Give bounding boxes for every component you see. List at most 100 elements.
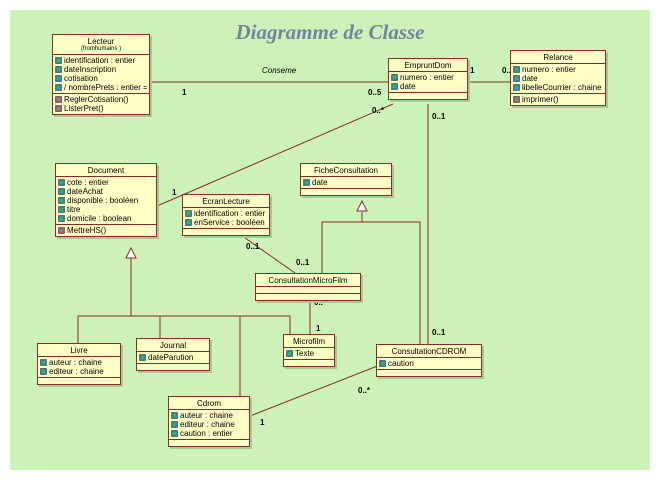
mult-consultationcdrom: 0..*	[358, 386, 371, 395]
attribute-text: identification : entier	[194, 209, 266, 218]
class-name: Livre	[70, 346, 88, 355]
class-consultationcdrom[interactable]: ConsultationCDROM caution	[376, 344, 482, 377]
attribute-text: caution	[388, 359, 414, 368]
association-label-conseme: Conseme	[262, 66, 297, 75]
attribute-icon	[303, 179, 310, 186]
attribute-icon	[171, 412, 178, 419]
gen-consultationcdrom	[362, 221, 421, 344]
class-header: Microfilm	[284, 335, 334, 348]
attribute-icon	[171, 421, 178, 428]
attribute-text: numero : entier	[522, 65, 576, 74]
attribute-text: enService : booléen	[194, 218, 265, 227]
assoc-ecranlecture-consultationmicrofilm	[237, 232, 296, 274]
class-ficheconsultation[interactable]: FicheConsultation date	[300, 163, 392, 196]
attribute-icon	[55, 66, 62, 73]
attribute: domicile : boolean	[58, 214, 154, 223]
class-journal[interactable]: Journal dateParution	[136, 338, 210, 371]
attribute: dateParution	[139, 353, 207, 362]
attribute: date	[513, 74, 603, 83]
gen-microfilm	[78, 315, 291, 334]
attribute-text: identification : entier	[64, 56, 136, 65]
attribute: cotisation	[55, 74, 147, 83]
attribute-text: titre	[67, 205, 81, 214]
operation-list	[137, 364, 209, 370]
attribute-icon	[55, 84, 62, 91]
attribute-text: auteur : chaine	[180, 411, 233, 420]
attribute-text: numero : entier	[400, 73, 454, 82]
class-header: ConsultationCDROM	[377, 345, 481, 358]
attribute-icon	[55, 75, 62, 82]
assoc-consultationcdrom-cdrom	[249, 364, 381, 417]
attribute-text: editeur : chaine	[49, 367, 104, 376]
attribute: caution : entier	[171, 429, 247, 438]
attribute: disponible : booléen	[58, 196, 154, 205]
mult-cdrom: 1	[260, 418, 265, 427]
operation-list: ReglerCotisation()ListerPret()	[53, 94, 149, 114]
class-lecteur[interactable]: Lecteur (fromhumains ) identification : …	[52, 34, 150, 115]
operation-icon	[513, 96, 520, 103]
attribute: dateAchat	[58, 187, 154, 196]
gen-consultationmicrofilm	[321, 221, 362, 273]
mult-document: 1	[172, 188, 177, 197]
operation-icon	[58, 227, 65, 234]
operation-icon	[55, 96, 62, 103]
class-name: Cdrom	[196, 399, 221, 408]
attribute-icon	[185, 219, 192, 226]
operation-list: imprimer()	[511, 94, 605, 105]
mult-relance: 0..1	[502, 66, 516, 75]
attribute-icon	[391, 74, 398, 81]
mult-empruntdom-conseme: 0..5	[368, 88, 382, 97]
operation-text: imprimer()	[522, 95, 559, 104]
mult-empruntdom-document: 0..*	[372, 106, 385, 115]
attribute-icon	[513, 66, 520, 73]
class-header: Livre	[38, 344, 120, 357]
operation-list	[377, 370, 481, 376]
class-consultationmicrofilm[interactable]: ConsultationMicroFilm	[255, 273, 361, 301]
mult-consultation-ecran: 0..1	[296, 258, 310, 267]
operation: MettreHS()	[58, 226, 154, 235]
attribute-icon	[139, 354, 146, 361]
operation: imprimer()	[513, 95, 603, 104]
attribute-list: dateParution	[137, 352, 209, 364]
attribute-text: date	[522, 74, 538, 83]
class-microfilm[interactable]: Microfilm Texte	[283, 334, 335, 367]
class-header: Journal	[137, 339, 209, 352]
attribute-text: Texte	[295, 349, 315, 358]
class-name: Lecteur	[87, 37, 115, 46]
attribute-text: domicile : boolean	[67, 214, 132, 223]
class-header: Lecteur (fromhumains )	[53, 35, 149, 55]
attribute-icon	[379, 360, 386, 367]
operation-list: MettreHS()	[56, 225, 156, 236]
operation-list	[301, 189, 391, 195]
attribute-icon	[513, 75, 520, 82]
attribute-text: editeur : chaine	[180, 420, 235, 429]
attribute-icon	[58, 197, 65, 204]
attribute: enService : booléen	[185, 218, 267, 227]
attribute-icon	[391, 83, 398, 90]
attribute: cote : entier	[58, 178, 154, 187]
attribute: editeur : chaine	[171, 420, 247, 429]
operation-text: ReglerCotisation()	[64, 95, 129, 104]
attribute: numero : entier	[391, 73, 465, 82]
operation-text: MettreHS()	[67, 226, 107, 235]
class-name: EmpruntDom	[404, 61, 452, 70]
attribute: caution	[379, 359, 479, 368]
attribute-icon	[58, 188, 65, 195]
attribute-icon	[171, 430, 178, 437]
attribute-list: Texte	[284, 348, 334, 360]
attribute-text: disponible : booléen	[67, 196, 139, 205]
attribute-text: caution : entier	[180, 429, 233, 438]
operation-icon	[55, 105, 62, 112]
attribute: identification : entier	[185, 209, 267, 218]
